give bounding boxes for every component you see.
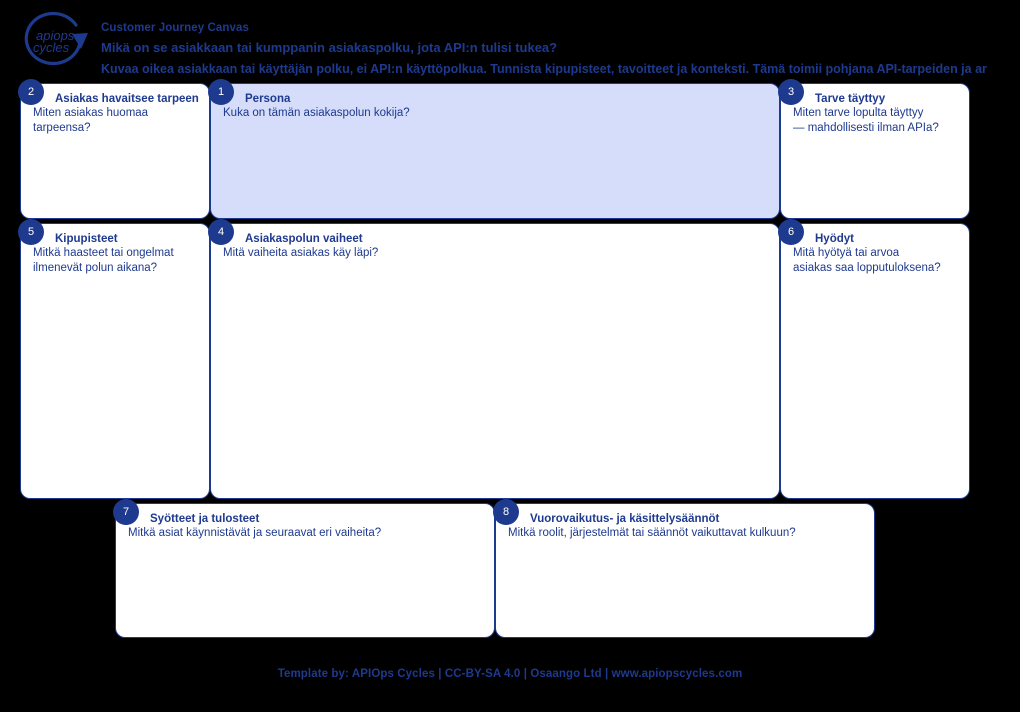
box-number-badge-3: 3 xyxy=(778,79,804,105)
box-subtitle: Mitkä haasteet tai ongelmat ilmenevät po… xyxy=(33,247,174,274)
canvas-box-syotteet-ja-tulosteet[interactable]: Syötteet ja tulosteet Mitkä asiat käynni… xyxy=(115,503,495,638)
canvas-box-tarve-tayttyy[interactable]: Tarve täyttyy Miten tarve lopulta täytty… xyxy=(780,83,970,219)
box-subtitle: Miten tarve lopulta täyttyy — mahdollise… xyxy=(793,107,939,134)
box-title: Tarve täyttyy xyxy=(815,93,886,105)
box-title: Kipupisteet xyxy=(55,233,118,245)
box-title: Vuorovaikutus- ja käsittelysäännöt xyxy=(530,513,720,525)
logo-text-line2: cycles xyxy=(33,40,70,55)
box-content: Tarve täyttyy Miten tarve lopulta täytty… xyxy=(781,84,969,218)
box-content: Vuorovaikutus- ja käsittelysäännöt Mitkä… xyxy=(496,504,874,637)
box-content: Syötteet ja tulosteet Mitkä asiat käynni… xyxy=(116,504,494,637)
canvas-box-asiakaspolun-vaiheet[interactable]: Asiakaspolun vaiheet Mitä vaiheita asiak… xyxy=(210,223,780,499)
box-number-badge-1: 1 xyxy=(208,79,234,105)
box-content: Asiakaspolun vaiheet Mitä vaiheita asiak… xyxy=(211,224,779,498)
box-number-badge-2: 2 xyxy=(18,79,44,105)
box-subtitle: Mitkä asiat käynnistävät ja seuraavat er… xyxy=(128,527,382,539)
box-number-badge-4: 4 xyxy=(208,219,234,245)
box-subtitle: Mitkä roolit, järjestelmät tai säännöt v… xyxy=(508,527,796,539)
canvas-box-asiakas-havaitsee-tarpeen[interactable]: Asiakas havaitsee tarpeen Miten asiakas … xyxy=(20,83,210,219)
canvas-question: Mikä on se asiakkaan tai kumppanin asiak… xyxy=(101,40,558,55)
box-number-badge-6: 6 xyxy=(778,219,804,245)
header-text-block: Customer Journey Canvas Mikä on se asiak… xyxy=(101,19,1020,78)
logo-text-line1: apiops xyxy=(36,28,75,43)
box-number-badge-5: 5 xyxy=(18,219,44,245)
box-subtitle: Kuka on tämän asiakaspolun kokija? xyxy=(223,107,410,119)
box-subtitle: Mitä hyötyä tai arvoa asiakas saa lopput… xyxy=(793,247,941,274)
canvas-box-persona[interactable]: Persona Kuka on tämän asiakaspolun kokij… xyxy=(210,83,780,219)
box-subtitle: Miten asiakas huomaa tarpeensa? xyxy=(33,107,149,134)
box-title: Hyödyt xyxy=(815,233,854,245)
canvas-title: Customer Journey Canvas xyxy=(101,22,250,34)
canvas-box-vuorovaikutus-ja-kasittelysaannot[interactable]: Vuorovaikutus- ja käsittelysäännöt Mitkä… xyxy=(495,503,875,638)
box-content: Asiakas havaitsee tarpeen Miten asiakas … xyxy=(21,84,209,218)
box-content: Kipupisteet Mitkä haasteet tai ongelmat … xyxy=(21,224,209,498)
box-number-badge-7: 7 xyxy=(113,499,139,525)
box-subtitle: Mitä vaiheita asiakas käy läpi? xyxy=(223,247,379,259)
box-content: Hyödyt Mitä hyötyä tai arvoa asiakas saa… xyxy=(781,224,969,498)
canvas-box-hyodyt[interactable]: Hyödyt Mitä hyötyä tai arvoa asiakas saa… xyxy=(780,223,970,499)
canvas-header: apiops cycles Customer Journey Canvas Mi… xyxy=(0,0,1020,78)
canvas-box-kipupisteet[interactable]: Kipupisteet Mitkä haasteet tai ongelmat … xyxy=(20,223,210,499)
box-title: Syötteet ja tulosteet xyxy=(150,513,260,525)
canvas-footer-credit: Template by: APIOps Cycles | CC-BY-SA 4.… xyxy=(277,668,743,680)
box-title: Persona xyxy=(245,93,291,105)
logo-circular-arrow-icon: apiops cycles xyxy=(24,11,88,66)
box-number-badge-8: 8 xyxy=(493,499,519,525)
box-content: Persona Kuka on tämän asiakaspolun kokij… xyxy=(211,84,779,218)
apiops-cycles-logo: apiops cycles xyxy=(14,8,94,70)
box-title: Asiakaspolun vaiheet xyxy=(245,233,363,245)
box-title: Asiakas havaitsee tarpeen xyxy=(55,93,199,105)
canvas-description: Kuvaa oikea asiakkaan tai käyttäjän polk… xyxy=(101,62,987,76)
